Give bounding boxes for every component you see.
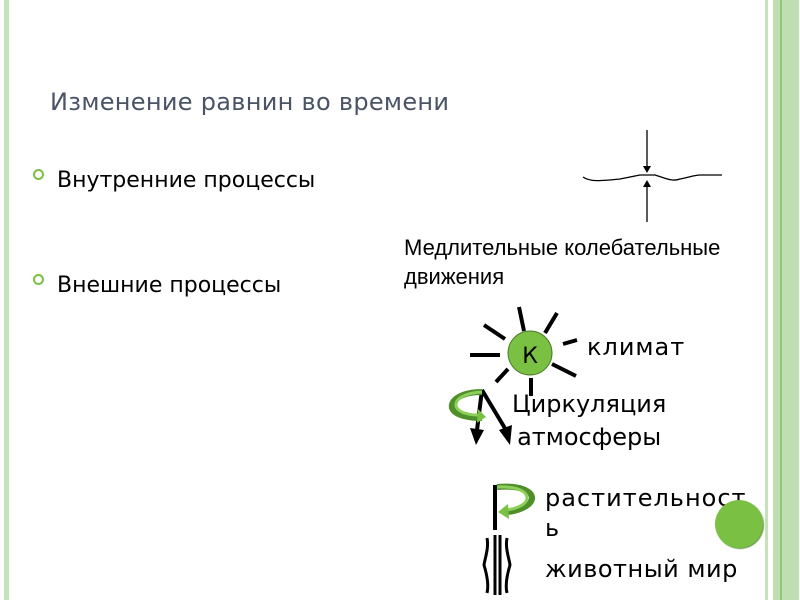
- decorative-green-circle: [715, 500, 763, 548]
- sun-rays-icon: [470, 306, 578, 396]
- fauna-icon: [482, 535, 512, 595]
- bullet-label: Внешние процессы: [57, 273, 282, 298]
- vegetation-cycle-icon: [493, 483, 535, 530]
- caption-line-1: Медлительные колебательные: [404, 235, 721, 260]
- bullet-circle-icon: [33, 169, 44, 180]
- bullet-label: Внутренние процессы: [57, 168, 316, 193]
- climate-label: климат: [587, 333, 686, 361]
- vegetation-line-2: ь: [545, 514, 561, 542]
- circulation-line-1: Циркуляция: [512, 390, 667, 418]
- bullet-circle-icon: [33, 274, 44, 285]
- right-border-line: [780, 0, 782, 600]
- sun-letter: К: [522, 344, 538, 369]
- circulation-line-2: атмосферы: [517, 423, 662, 451]
- right-border-wide: [773, 0, 799, 600]
- right-border-thin: [765, 0, 768, 600]
- bullet-external-processes: Внешние процессы: [33, 273, 281, 298]
- caption-line-2: движения: [404, 264, 505, 289]
- circulation-label: Циркуляция атмосферы: [512, 388, 666, 454]
- slide-title: Изменение равнин во времени: [50, 88, 450, 116]
- left-border-bar: [4, 0, 9, 600]
- fauna-label: животный мир: [545, 555, 738, 583]
- sun-circle: [507, 330, 553, 376]
- bullet-internal-processes: Внутренние процессы: [33, 168, 315, 193]
- oscillation-caption: Медлительные колебательные движения: [404, 233, 720, 291]
- vegetation-label: растительност ь: [545, 483, 747, 543]
- vegetation-line-1: растительност: [545, 484, 747, 512]
- circulation-arrows-icon: [475, 388, 508, 432]
- oscillation-arrows-icon: [582, 130, 722, 222]
